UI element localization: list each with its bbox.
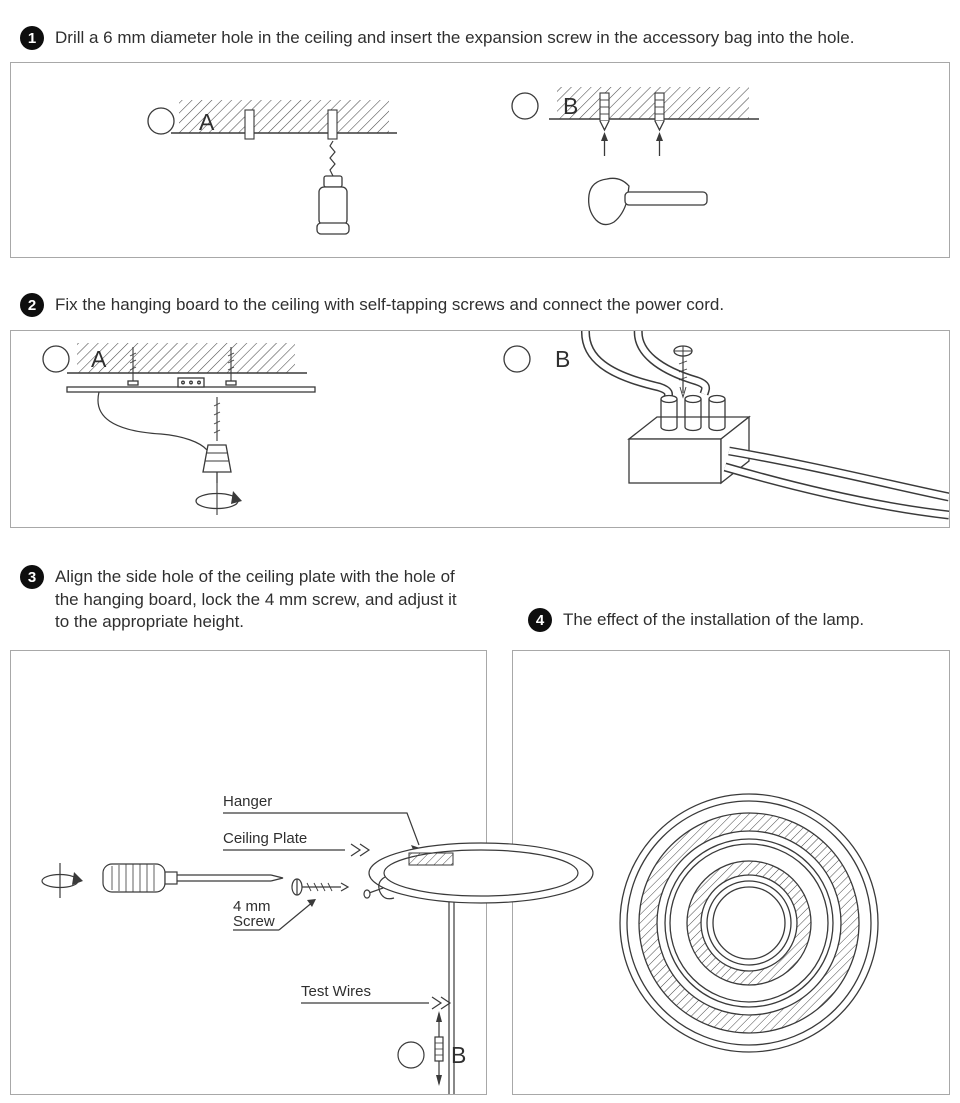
ceiling-plate-icon [363, 842, 594, 904]
screw-and-anchor-icon [202, 397, 232, 483]
screw-icon [673, 345, 693, 399]
self-tapping-screw-icon [225, 347, 237, 386]
step3-diagram: Hanger Ceiling Plate 4 mm Screw Test Wir… [41, 793, 594, 1094]
expansion-anchor-icon [599, 92, 610, 156]
drill-icon [316, 140, 350, 235]
test-wires-leader-line [301, 996, 452, 1010]
step4-diagram-panel [512, 650, 950, 1095]
label-b: B [451, 1042, 466, 1068]
step3-text: Align the side hole of the ceiling plate… [55, 567, 457, 632]
step4-text: The effect of the installation of the la… [563, 610, 865, 629]
step2-number-badge: 2 [20, 293, 44, 317]
screw-icon [291, 878, 350, 896]
terminal-cylinder [660, 394, 678, 432]
test-wires-label: Test Wires [301, 983, 371, 1000]
ceiling-plate-leader-line [223, 843, 371, 857]
label-a: A [91, 346, 107, 372]
step1-header: 1 Drill a 6 mm diameter hole in the ceil… [20, 26, 950, 50]
rotation-arrow-icon [41, 863, 83, 898]
hanging-rod-icon [448, 902, 455, 1094]
label-a: A [199, 109, 215, 135]
hammer-icon [588, 177, 708, 226]
ceiling-section-icon [549, 87, 759, 120]
power-wire-icon [97, 391, 208, 451]
power-cord-icon [723, 446, 949, 520]
b-circle-marker [511, 92, 539, 120]
expansion-anchor-icon [654, 92, 665, 156]
panel2-section-b [503, 331, 949, 520]
panel1-section-a [147, 100, 397, 235]
a-circle-marker [42, 345, 70, 373]
step2-header: 2 Fix the hanging board to the ceiling w… [20, 293, 950, 317]
step2-diagram: A [42, 331, 949, 520]
step3-drawing [41, 812, 594, 1094]
power-cord-icon [580, 331, 711, 402]
screw-size-label: 4 mm [233, 898, 271, 915]
panel2-section-a [42, 343, 316, 515]
b-circle-marker [397, 1041, 425, 1069]
self-tapping-screw-icon [127, 347, 139, 386]
rotation-arrow-icon [195, 483, 242, 515]
screw-word-label: Screw [233, 913, 275, 930]
step2-diagram-panel: A [10, 330, 950, 528]
step1-diagram-panel: A [10, 62, 950, 258]
step2-text: Fix the hanging board to the ceiling wit… [55, 295, 725, 314]
step1-diagram: A [147, 87, 759, 235]
b-circle-marker [503, 345, 531, 373]
step4-diagram [619, 793, 879, 1053]
ceiling-section-icon [67, 343, 307, 374]
label-b: B [563, 93, 578, 119]
hanger-label: Hanger [223, 793, 272, 810]
panel1-section-b [511, 87, 759, 226]
label-b: B [555, 346, 570, 372]
step3-number-badge: 3 [20, 565, 44, 589]
ceiling-section-icon [171, 100, 397, 140]
step3-header: 3 Align the side hole of the ceiling pla… [20, 565, 470, 634]
step1-number-badge: 1 [20, 26, 44, 50]
lamp-top-view-icon [619, 793, 879, 1053]
adjustment-pin-icon [434, 1011, 444, 1086]
step1-text: Drill a 6 mm diameter hole in the ceilin… [55, 28, 855, 47]
step4-header: 4 The effect of the installation of the … [528, 608, 948, 632]
step3-diagram-panel: Hanger Ceiling Plate 4 mm Screw Test Wir… [10, 650, 594, 1095]
step4-number-badge: 4 [528, 608, 552, 632]
screw-label-leader-line [233, 899, 316, 931]
ceiling-plate-label: Ceiling Plate [223, 830, 307, 847]
terminal-cylinder [708, 394, 726, 432]
terminal-cylinder [684, 394, 702, 432]
hanging-board-icon [66, 377, 316, 393]
a-circle-marker [147, 107, 175, 135]
screwdriver-icon [102, 863, 284, 893]
